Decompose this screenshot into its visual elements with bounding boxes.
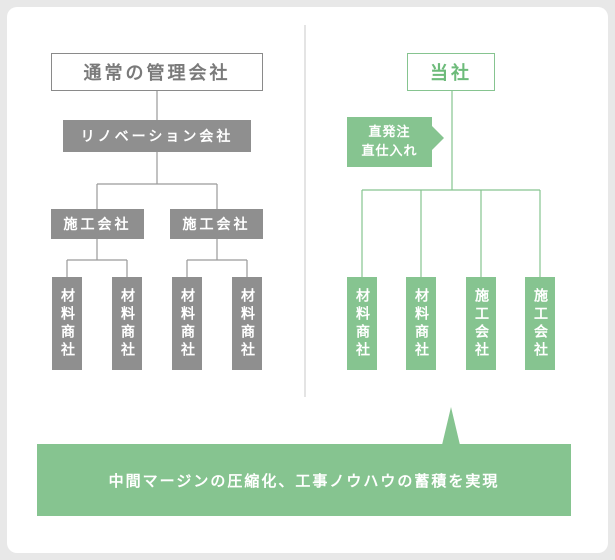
connector-lines [66,25,541,445]
right-leaf-box-1: 材料商社 [347,277,377,370]
right-leaf-box-4: 施工会社 [525,277,555,370]
renovation-company-box: リノベーション会社 [63,120,251,152]
banner-pointer [442,407,460,445]
benefit-banner: 中間マージンの圧縮化、工事ノウハウの蓄積を実現 [37,444,571,516]
direct-order-callout: 直発注 直仕入れ [347,117,432,167]
contractor-box-1: 施工会社 [51,209,144,239]
contractor-box-2: 施工会社 [170,209,263,239]
supplier-box-4: 材料商社 [232,277,262,370]
callout-line-2: 直仕入れ [361,144,418,159]
callout-arrow [431,125,444,151]
right-leaf-box-2: 材料商社 [406,277,436,370]
diagram-frame: 通常の管理会社 リノベーション会社 施工会社 施工会社 材料商社 材料商社 材料… [7,7,608,553]
left-title: 通常の管理会社 [51,53,263,91]
supplier-box-3: 材料商社 [172,277,202,370]
callout-line-1: 直発注 [368,125,411,140]
right-leaf-box-3: 施工会社 [466,277,496,370]
supplier-box-2: 材料商社 [112,277,142,370]
supplier-box-1: 材料商社 [52,277,82,370]
right-title: 当社 [407,53,495,91]
